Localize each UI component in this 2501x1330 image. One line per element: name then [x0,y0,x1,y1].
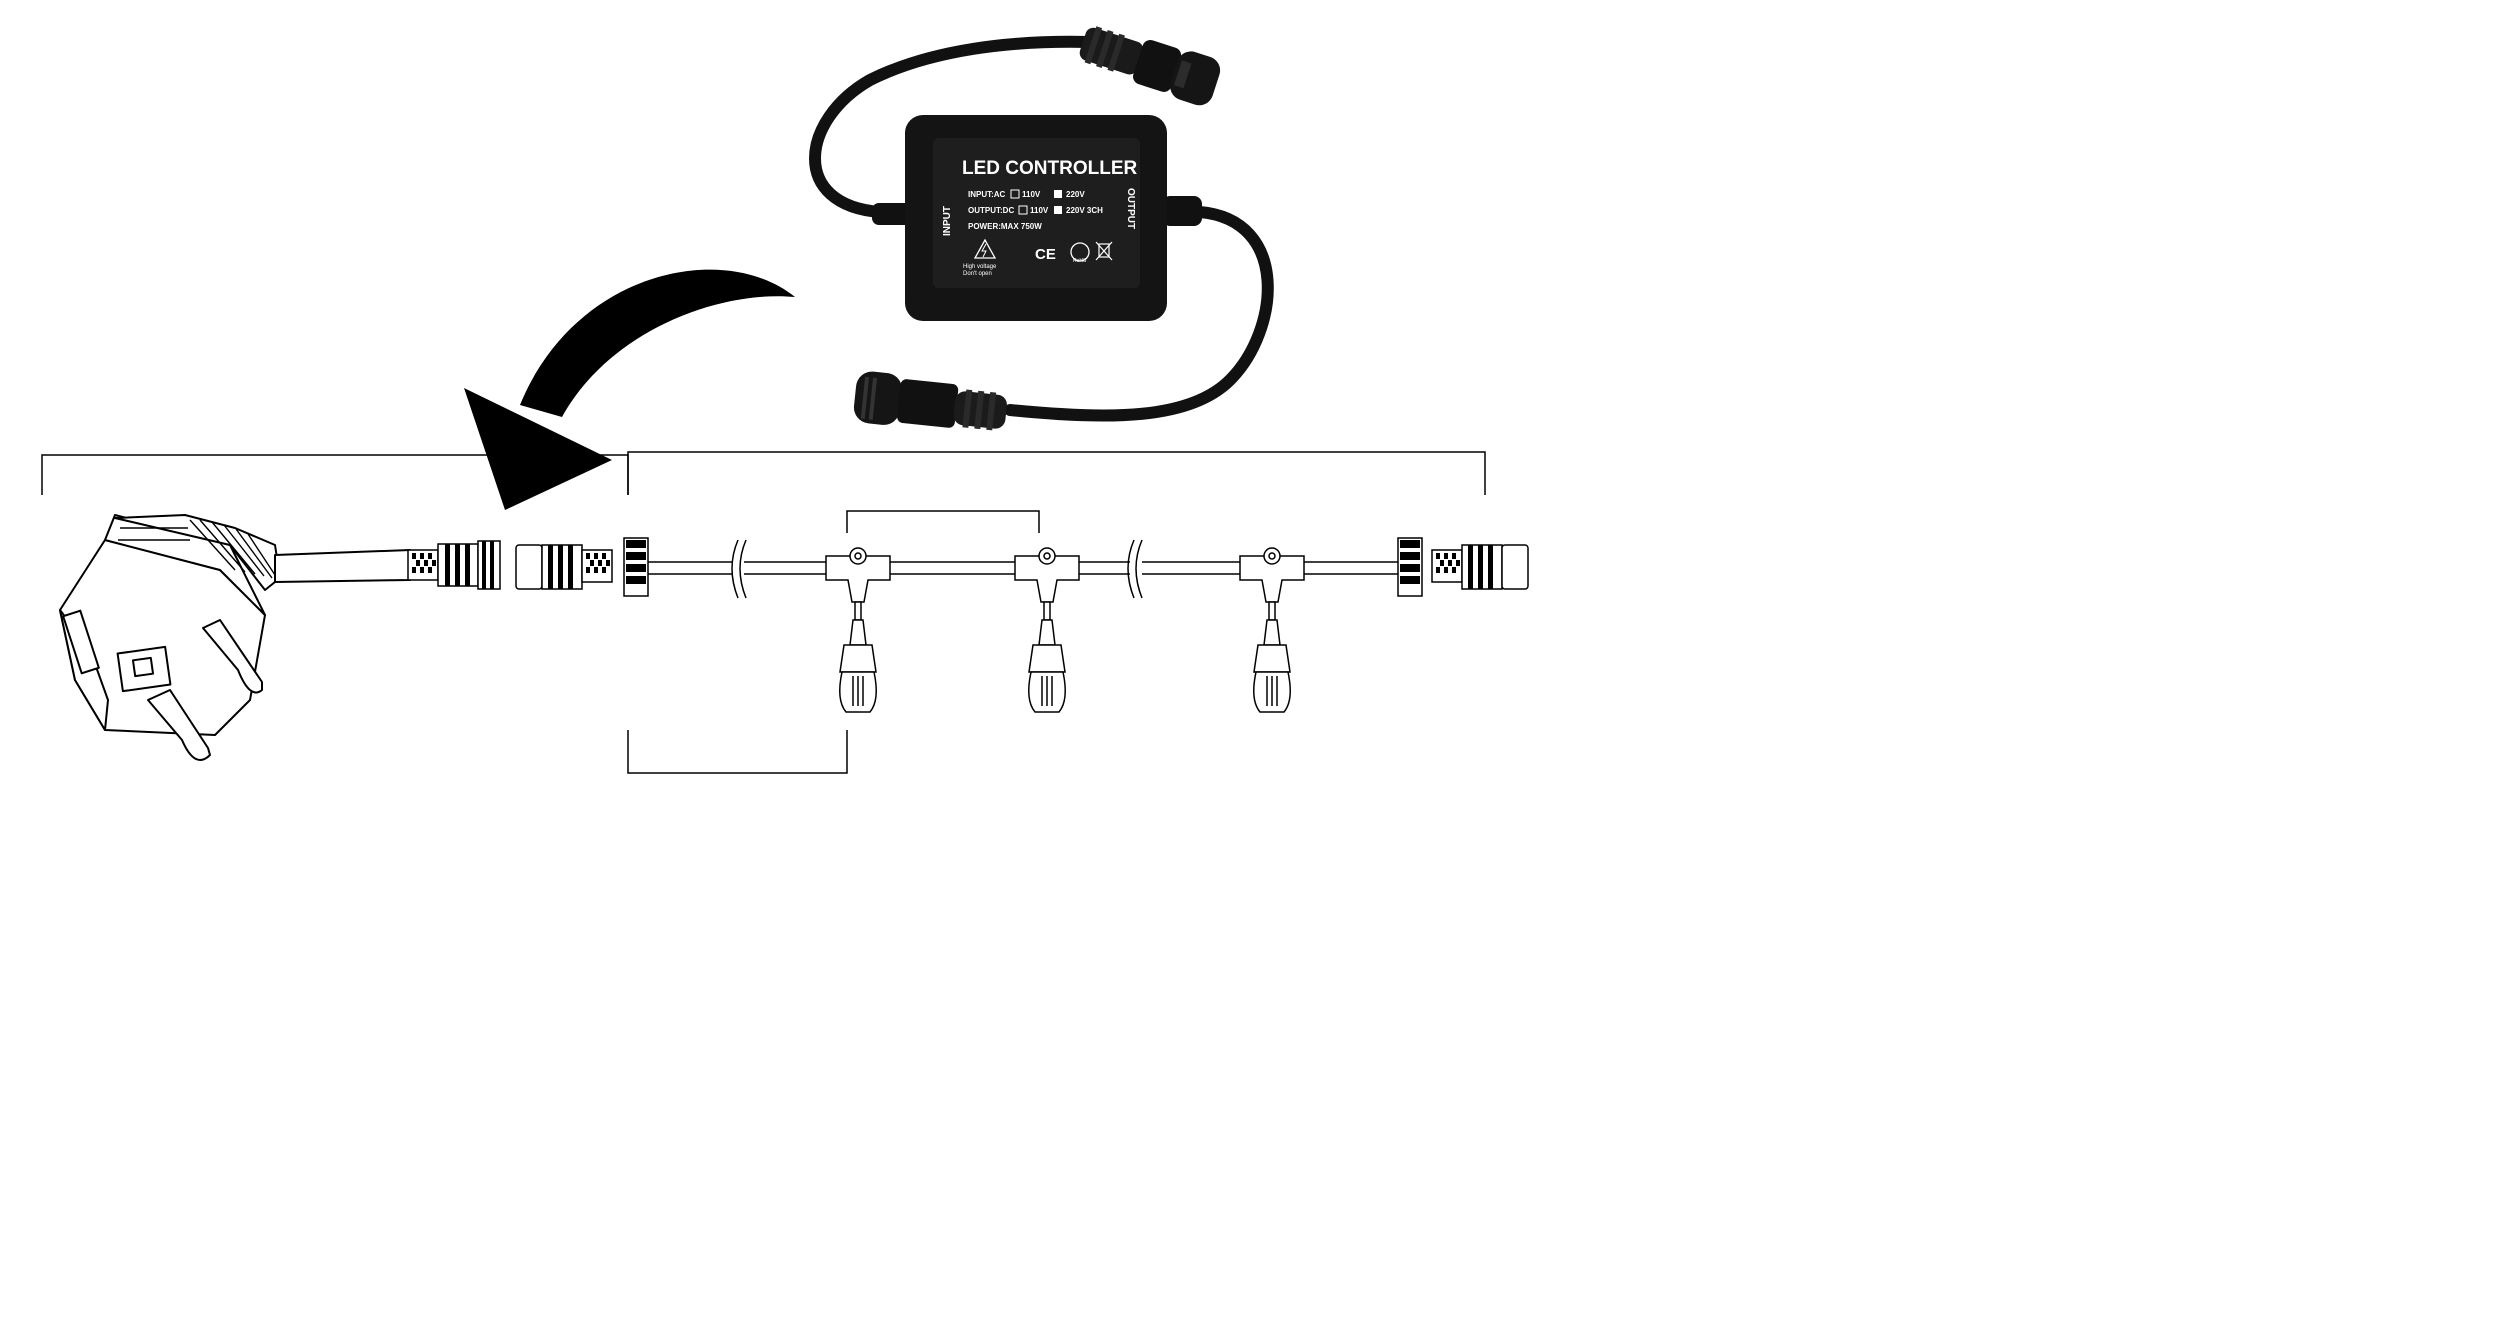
bracket-light-string [627,451,1486,495]
plug-cable [274,549,411,583]
string-input-connector [623,537,649,597]
bulb-socket-2 [1014,547,1080,713]
controller-top-connector [1079,26,1221,106]
controller-warning-line1: High voltage [963,264,997,270]
plug-center-hole [131,656,155,678]
plug-pin-right [202,619,263,694]
controller-spec-power: POWER:MAX 750W [968,222,1042,231]
controller-spec-input-110v: 110V [1022,190,1041,199]
controller-spec-input-220v: 220V [1066,190,1085,199]
curved-arrow-icon [464,269,795,510]
bulb-socket-1 [825,547,891,713]
bracket-bulb-spacing [846,510,1040,533]
lightning-icon [981,243,987,258]
controller-left-strain-relief [872,203,912,225]
cable-break-1-mark [731,539,747,599]
controller-checkbox-input-220v [1054,190,1062,198]
warning-triangle-icon [973,238,997,259]
schuko-plug [59,514,411,761]
string-output-connector [1397,537,1423,597]
bulb-socket-3 [1239,547,1305,713]
cable-break-1-gap [732,555,744,581]
cable-break-2-mark [1127,539,1143,599]
led-string-diagram: LED CONTROLLER INPUT OUTPUT INPUT:AC 110… [41,26,1529,774]
supply-male-connector [407,540,501,590]
led-controller: LED CONTROLLER INPUT OUTPUT INPUT:AC 110… [809,26,1274,431]
ce-mark: CE [1035,246,1056,263]
plug-rib-lines [118,519,278,579]
controller-spec-output-110v: 110V [1030,206,1049,215]
controller-bottom-connector [853,371,1007,431]
rohs-icon [1070,242,1090,262]
controller-title: LED CONTROLLER [962,158,1137,179]
controller-output-label: OUTPUT [1125,188,1136,229]
rohs-mark: RoHS [1073,258,1087,264]
plug-pin-left [147,689,211,761]
plug-earth-slot [62,609,100,675]
weee-bin-icon [1095,241,1113,261]
controller-checkbox-input-110v [1010,189,1020,199]
bracket-lead-cable [627,730,848,774]
controller-output-cable [1004,206,1274,422]
supply-female-connector [515,544,613,590]
controller-spec-output-dc: OUTPUT:DC [968,206,1014,215]
controller-input-cable [809,35,1096,218]
controller-checkbox-output-220v [1054,206,1062,214]
controller-spec-input-ac: INPUT:AC [968,190,1006,199]
controller-checkbox-output-110v [1018,205,1028,215]
brackets [41,451,1486,774]
controller-spec-output-220v-3ch: 220V 3CH [1066,206,1103,215]
controller-right-strain-relief [1162,196,1202,226]
controller-input-label: INPUT [942,206,953,236]
end-male-connector [1431,544,1529,590]
controller-warning-line2: Don't open [963,271,992,277]
